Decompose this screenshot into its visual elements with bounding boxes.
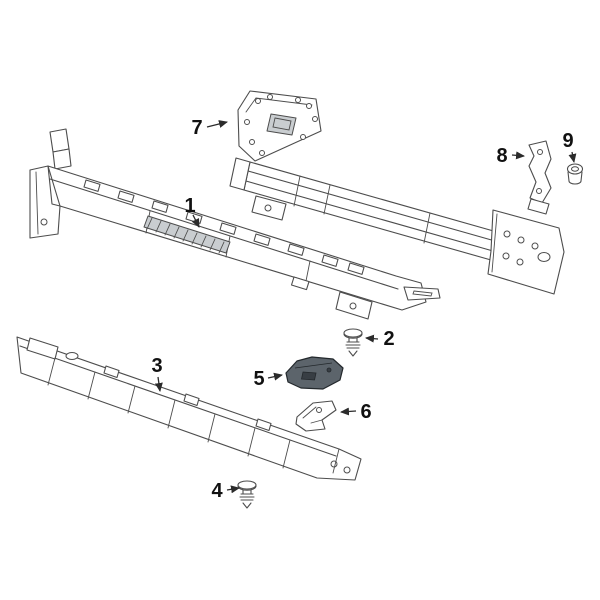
leader-line-3 [154, 376, 163, 392]
part-1-grille-support-drawing [29, 128, 441, 320]
part-labels: 1 2 3 4 5 6 7 8 9 [151, 117, 573, 502]
part-2-label: 2 [383, 328, 394, 350]
part-8-label: 8 [496, 145, 507, 167]
impact-bar-drawing [229, 157, 565, 295]
leader-line-2 [365, 334, 379, 343]
part-4-label: 4 [211, 480, 223, 502]
leader-line-5 [267, 372, 283, 381]
part-4-fastener-drawing [237, 480, 257, 509]
leader-line-4 [226, 485, 240, 494]
part-1-label: 1 [184, 195, 195, 217]
part-1-right-hook [403, 286, 441, 301]
part-9-label: 9 [562, 130, 573, 152]
part-9-fastener-drawing [566, 163, 584, 185]
part-1-hatched-panel [143, 215, 231, 254]
leader-line-7 [206, 120, 228, 128]
leader-lines [154, 120, 577, 494]
leader-line-1 [191, 214, 200, 228]
part-2-fastener-drawing [343, 328, 363, 357]
leader-line-6 [340, 407, 357, 416]
part-6-label: 6 [360, 401, 371, 423]
part-7-label: 7 [191, 117, 202, 139]
part-8-bracket-drawing [527, 140, 552, 215]
leader-line-9 [568, 151, 577, 163]
part-5-label: 5 [253, 368, 264, 390]
part-3-label: 3 [151, 355, 162, 377]
part-7-bracket-drawing [237, 90, 322, 162]
part-3-deflector-drawing [16, 336, 362, 481]
leader-line-8 [511, 151, 525, 160]
part-5-bracket-highlighted-drawing [285, 356, 344, 390]
part-6-bracket-drawing [295, 400, 337, 432]
